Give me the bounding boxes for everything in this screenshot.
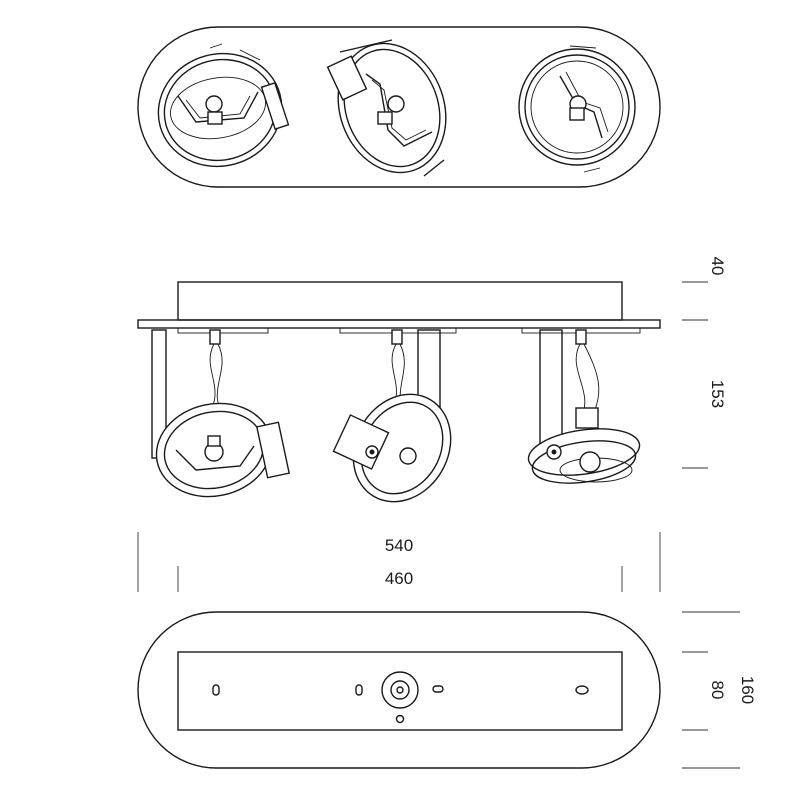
mount-slot-left [212, 684, 220, 696]
screw-hole [395, 714, 405, 724]
cable-entry-inner [390, 680, 410, 700]
mount-hole-right [575, 685, 589, 695]
dimension-labels: 40 153 540 460 160 80 [385, 257, 757, 705]
dim-inner-width: 460 [385, 569, 413, 588]
mount-slot-mid [355, 684, 363, 696]
dimension-lines [137, 281, 740, 769]
top-view [137, 26, 661, 188]
top-view-outline [137, 26, 661, 188]
dim-overall-depth: 160 [738, 676, 757, 704]
dim-spot-height: 153 [708, 380, 727, 408]
bottom-view [137, 611, 661, 769]
side-view [137, 281, 661, 503]
side-spot-3 [527, 329, 641, 484]
dim-overall-width: 540 [385, 536, 413, 555]
top-spot-3 [518, 45, 636, 173]
cable-entry-outer [381, 671, 419, 709]
side-spot-2 [332, 329, 452, 503]
mount-slot-right [432, 685, 444, 693]
top-spot-1 [157, 43, 290, 168]
canopy-box [177, 281, 623, 321]
side-spot-1 [151, 329, 290, 498]
base-plate [137, 319, 661, 329]
mounting-plate [177, 651, 623, 731]
top-spot-2 [326, 39, 447, 177]
dim-inner-depth: 80 [708, 681, 727, 700]
dim-base-height: 40 [708, 257, 727, 276]
bottom-view-outline [137, 611, 661, 769]
